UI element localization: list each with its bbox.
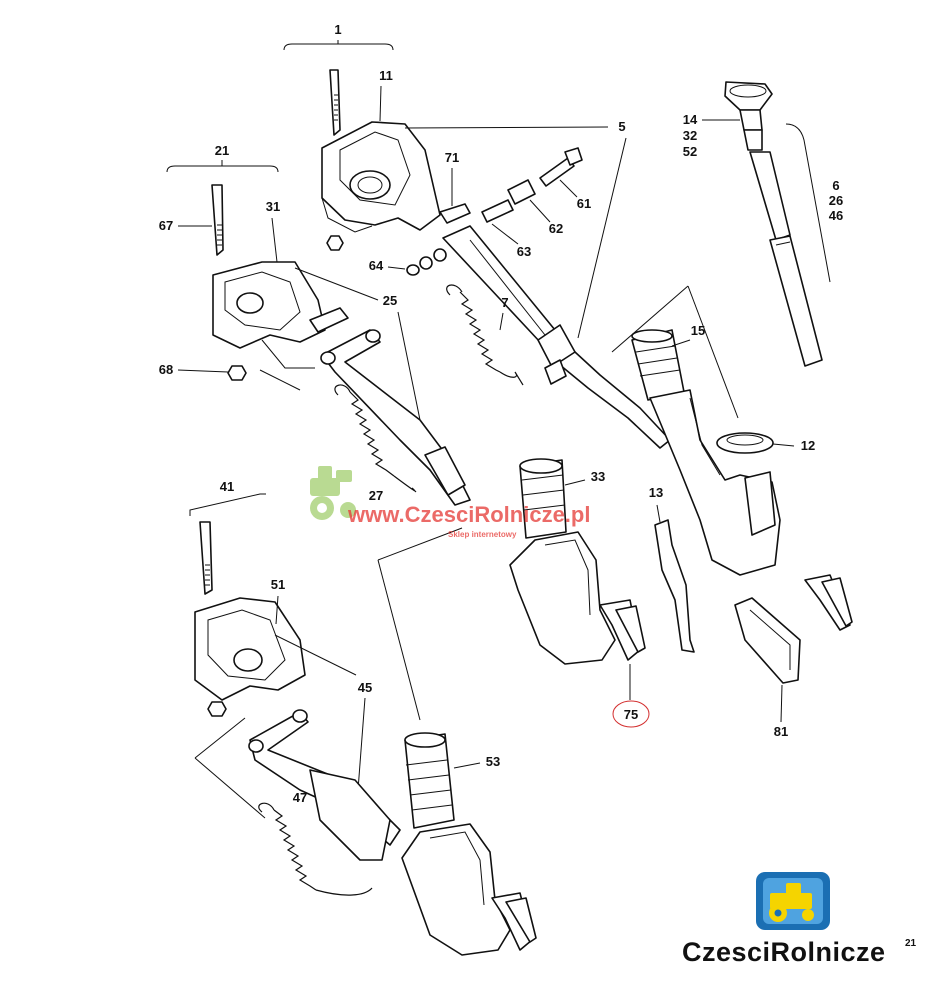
- watermark-url: www.CzesciRolnicze.pl: [347, 502, 590, 527]
- assembly-group-right: 14 32 52 6 26 46 15 12: [611, 81, 853, 739]
- label-5: 5: [618, 119, 625, 134]
- label-12: 12: [801, 438, 815, 453]
- label-32: 32: [683, 128, 697, 143]
- label-71: 71: [445, 150, 459, 165]
- watermark: www.CzesciRolnicze.pl Sklep internetowy: [310, 466, 590, 539]
- label-25: 25: [383, 293, 397, 308]
- label-61: 61: [577, 196, 591, 211]
- label-46: 46: [829, 208, 843, 223]
- highlight-circle-75: [612, 700, 650, 728]
- label-26: 26: [829, 193, 843, 208]
- label-14: 14: [683, 112, 698, 127]
- assembly-group-41: 41 51 45 47: [189, 479, 537, 956]
- label-45: 45: [358, 680, 372, 695]
- label-62: 62: [549, 221, 563, 236]
- label-15: 15: [691, 323, 705, 338]
- label-75: 75: [624, 707, 638, 722]
- label-11: 11: [379, 68, 393, 83]
- tractor-icon: [310, 466, 356, 520]
- label-27: 27: [369, 488, 383, 503]
- label-51: 51: [271, 577, 285, 592]
- watermark-subtitle: Sklep internetowy: [448, 530, 517, 539]
- label-33: 33: [591, 469, 605, 484]
- assembly-group-21: 21 67 31 68 25 27: [159, 143, 471, 506]
- label-64: 64: [369, 258, 384, 273]
- label-31: 31: [266, 199, 280, 214]
- label-68: 68: [159, 362, 173, 377]
- label-81: 81: [774, 724, 788, 739]
- label-6: 6: [832, 178, 839, 193]
- brand-superscript: 21: [905, 938, 917, 949]
- label-13: 13: [649, 485, 663, 500]
- tractor-icon: [756, 872, 830, 930]
- label-63: 63: [517, 244, 531, 259]
- label-52: 52: [683, 144, 697, 159]
- label-67: 67: [159, 218, 173, 233]
- label-1: 1: [334, 22, 341, 37]
- label-47: 47: [293, 790, 307, 805]
- assembly-group-1: 1 11 5 71 61 62: [283, 22, 671, 449]
- label-21: 21: [215, 143, 229, 158]
- assembly-group-middle: 33: [377, 458, 646, 721]
- label-41: 41: [220, 479, 234, 494]
- brand-logo[interactable]: CzesciRolnicze 21: [682, 872, 917, 967]
- brand-name: CzesciRolnicze: [682, 937, 886, 967]
- label-53: 53: [486, 754, 500, 769]
- label-7: 7: [501, 295, 508, 310]
